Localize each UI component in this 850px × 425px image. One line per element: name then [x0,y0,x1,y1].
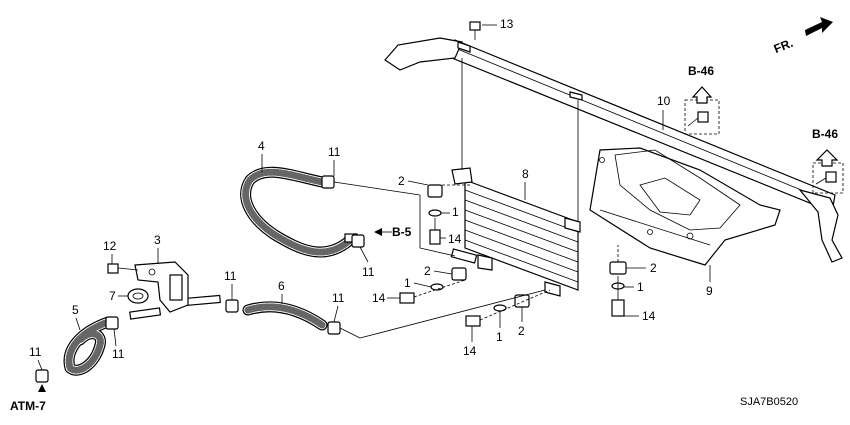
cooler-bracket [589,147,781,266]
pipe [129,233,358,320]
mount-stack-c [465,289,551,327]
connection-lines [333,181,546,339]
bolt-b46-top [687,111,709,127]
callout-2-c: 2 [518,324,525,338]
hose-5 [63,316,114,376]
callout-3: 3 [154,233,161,247]
callout-5: 5 [72,303,79,317]
callout-14-b: 14 [372,291,386,305]
cross-member [384,37,843,263]
callouts: 13 10 8 9 4 11 2 1 14 11 2 1 14 11 1 2 1 [29,17,713,371]
callout-9: 9 [706,284,713,298]
hose-4 [240,166,356,258]
diagram-code: SJA7B0520 [740,396,798,408]
callout-6: 6 [278,279,285,293]
callout-13: 13 [500,17,514,31]
callout-1-a: 1 [452,205,459,219]
callout-11-d: 11 [224,269,237,283]
arrow-icon [374,228,382,236]
projection-line [599,209,711,246]
callout-1-b: 1 [404,276,411,290]
ref-b5: B-5 [392,225,412,239]
callout-4: 4 [258,139,265,153]
ref-b46-top: B-46 [688,64,714,78]
mount-stack-d [609,245,627,317]
ref-atm7: ATM-7 [10,399,46,413]
bolt-12 [107,263,139,274]
callout-2-a: 2 [398,174,405,188]
callout-1-d: 1 [637,280,644,294]
callout-14-c: 14 [463,344,477,358]
front-label: FR. [772,36,795,56]
up-arrow-icon [691,86,713,104]
callout-14-d: 14 [642,309,656,323]
ref-b46-right: B-46 [812,127,838,141]
oil-cooler [450,167,581,297]
hose-6 [242,301,328,331]
front-direction-indicator: FR. [772,17,833,56]
mount-stack-a [427,184,470,245]
callout-14-a: 14 [448,232,462,246]
callout-12: 12 [103,239,117,253]
pipe-bracket-3 [134,261,189,313]
callout-2-b: 2 [424,264,431,278]
hose-clip [35,175,365,383]
callout-2-d: 2 [650,261,657,275]
callout-11-b: 11 [362,265,375,279]
callout-8: 8 [522,167,529,181]
bolt-13 [469,21,481,40]
callout-11-e: 11 [112,347,125,361]
callout-11-f: 11 [29,345,42,359]
bolt-b46-right [815,171,837,185]
callout-7: 7 [109,289,116,303]
callout-10: 10 [657,94,671,108]
up-arrow-icon [815,149,839,167]
arrow-icon [38,384,46,392]
callout-11-c: 11 [332,291,345,305]
clamp-7 [127,288,149,304]
callout-1-c: 1 [496,330,503,344]
callout-11-a: 11 [328,145,341,159]
